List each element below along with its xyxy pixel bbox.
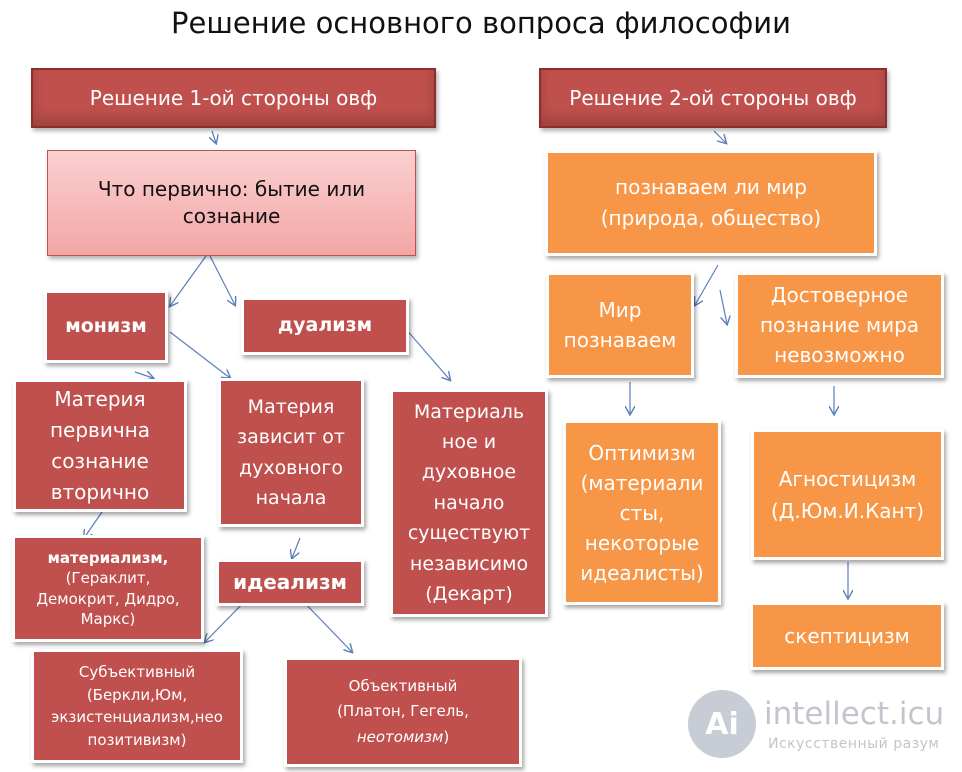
materialism-title: материализм, — [47, 549, 169, 567]
dualism-box: дуализм — [241, 297, 409, 355]
header-second-side: Решение 2-ой стороны овф — [539, 68, 887, 128]
header-first-side: Решение 1-ой стороны овф — [31, 68, 436, 128]
materialism-box: материализм, (Гераклит, Демокрит, Дидро,… — [12, 535, 204, 642]
subjective-idealism-box: Субъективный (Беркли,Юм, экзистенциализм… — [31, 649, 243, 763]
objective-idealism-box: Объективный (Платон, Гегель, неотомизм) — [284, 657, 522, 767]
arrow-monism-matter — [134, 372, 153, 378]
arrow-question-dualism — [209, 255, 235, 305]
objective-names-last: неотомизм) — [357, 725, 449, 751]
objective-names: (Платон, Гегель, — [337, 702, 469, 721]
question-knowability: познаваем ли мир (природа, общество) — [545, 150, 877, 256]
arrow-header1-question — [212, 130, 216, 143]
monism-box: монизм — [44, 290, 168, 363]
watermark-subtitle: Искусственный разум — [768, 736, 940, 752]
matter-depends-box: Материя зависит от духовного начала — [218, 378, 364, 527]
arrow-question-knowable — [695, 264, 719, 305]
arrow-header2-question — [713, 130, 726, 143]
skepticism-box: скептицизм — [750, 602, 944, 670]
objective-title: Объективный — [348, 676, 458, 695]
objective-italic: неотомизм — [356, 727, 444, 746]
matter-primary-box: Материя первична сознание вторично — [13, 379, 187, 512]
idealism-box: идеализм — [216, 559, 364, 606]
watermark: Ai intellect.icu Искусственный разум — [688, 690, 958, 762]
arrow-matter-materialism — [84, 511, 103, 538]
knowledge-impossible-box: Достоверное познание мира невозможно — [735, 272, 944, 378]
question-being-consciousness: Что первично: бытие или сознание — [47, 150, 416, 256]
arrow-question-monism — [170, 255, 207, 306]
objective-close: ) — [443, 727, 450, 746]
materialism-names: (Гераклит, Демокрит, Дидро, Маркс) — [36, 569, 180, 628]
watermark-name: intellect.icu — [764, 696, 945, 732]
arrow-question-unknowable — [719, 289, 727, 324]
diagram-title: Решение основного вопроса философии — [171, 6, 791, 40]
arrow-dualism-desc — [404, 327, 450, 380]
dualism-description-box: Материаль ное и духовное начало существу… — [390, 389, 548, 617]
agnosticism-box: Агностицизм (Д.Юм.И.Кант) — [751, 429, 944, 560]
optimism-box: Оптимизм (материали сты, некоторые идеал… — [563, 420, 721, 605]
world-knowable-box: Мир познаваем — [546, 272, 694, 378]
arrow-depends-idealism — [292, 537, 301, 558]
arrow-monism-depends — [169, 331, 230, 378]
watermark-logo: Ai — [688, 690, 756, 758]
